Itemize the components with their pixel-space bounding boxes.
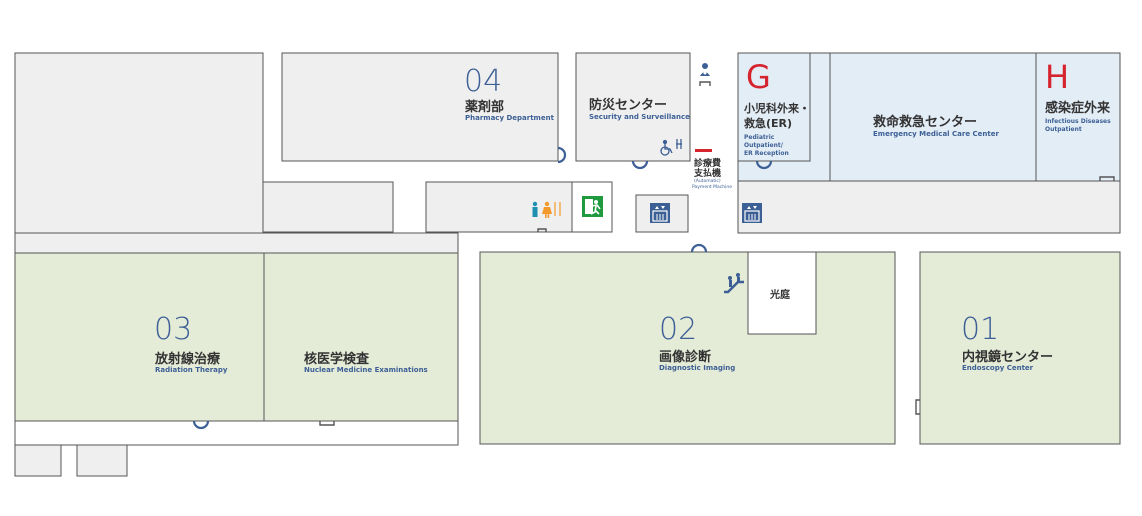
payment-machine-marker: [695, 149, 712, 152]
room-small-2: [425, 181, 573, 233]
security-name-en: Security and Surveillance: [589, 113, 690, 121]
elevator-icon: [742, 203, 762, 223]
small-box-b: [76, 444, 128, 477]
pediatric-name-en-2: Outpatient/: [744, 142, 784, 149]
light-court-label: 光庭: [769, 288, 791, 301]
emergency-name-en: Emergency Medical Care Center: [873, 130, 999, 138]
room-diagnostic-imaging[interactable]: [479, 251, 896, 445]
restroom-icon: [532, 201, 561, 218]
room-endoscopy[interactable]: [919, 251, 1121, 445]
accessible-restroom-icon: [660, 139, 682, 156]
emergency-name-ja: 救命救急センター: [873, 114, 977, 130]
payment-name-en-1: (Automatic): [694, 178, 721, 184]
area-01-name-ja: 内視鏡センター: [962, 349, 1053, 365]
small-box-a: [14, 444, 62, 477]
area-02-number: 02: [659, 312, 697, 347]
payment-name-ja-2: 支払機: [693, 167, 721, 179]
floor-rooms: [14, 52, 1121, 477]
area-01-number: 01: [961, 312, 999, 347]
area-02-name-ja: 画像診断: [659, 349, 711, 365]
room-infectious[interactable]: [1035, 52, 1121, 182]
area-03-name-en: Radiation Therapy: [155, 366, 228, 374]
area-01-name-en: Endoscopy Center: [962, 364, 1034, 372]
elevator-icon: [650, 203, 670, 223]
pediatric-letter: G: [746, 58, 771, 96]
corridor-left: [14, 232, 459, 254]
pediatric-name-en-3: ER Reception: [744, 150, 789, 157]
info-person-icon: [700, 63, 710, 76]
room-pediatric-front[interactable]: [737, 52, 811, 162]
pediatric-name-ja-1: 小児科外来・: [743, 101, 810, 115]
corridor-right: [737, 180, 1121, 234]
room-top-left: [14, 52, 264, 234]
escalator-icon: [724, 273, 744, 294]
corridor-bottom-left: [14, 420, 459, 446]
nuclear-name-ja: 核医学検査: [304, 351, 370, 367]
area-04-name-ja: 薬剤部: [464, 99, 504, 115]
pediatric-name-ja-2: 救急(ER): [744, 116, 792, 130]
room-radiation-therapy[interactable]: [14, 252, 265, 422]
payment-name-en-2: Payment Machine: [692, 184, 732, 190]
nuclear-name-en: Nuclear Medicine Examinations: [304, 366, 428, 374]
room-pharmacy[interactable]: [281, 52, 559, 162]
area-03-number: 03: [154, 312, 192, 347]
infectious-name-en-1: Infectious Diseases: [1045, 118, 1111, 125]
infectious-letter: H: [1045, 58, 1069, 96]
security-name-ja: 防災センター: [589, 97, 667, 113]
pediatric-name-en-1: Pediatric: [744, 134, 775, 141]
room-nuclear-medicine[interactable]: [263, 252, 459, 422]
feature-box-1: [571, 181, 613, 233]
doors: [192, 146, 773, 430]
payment-name-ja-1: 診療費: [694, 157, 721, 169]
infectious-name-ja: 感染症外来: [1045, 100, 1111, 116]
area-03-name-ja: 放射線治療: [154, 351, 221, 367]
emergency-exit-icon: [582, 196, 603, 217]
area-04-number: 04: [464, 64, 502, 99]
area-02-name-en: Diagnostic Imaging: [659, 364, 735, 372]
infectious-name-en-2: Outpatient: [1045, 126, 1082, 133]
area-04-name-en: Pharmacy Department: [465, 114, 555, 122]
room-small-1: [262, 181, 394, 233]
door-marks: [319, 81, 1115, 426]
